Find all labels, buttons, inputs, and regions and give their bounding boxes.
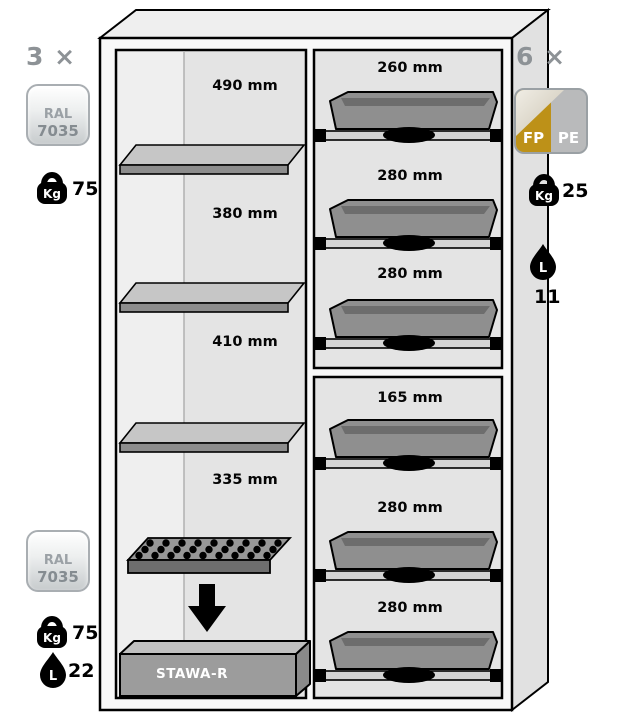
- left-compartment: [114, 48, 311, 700]
- tray-load-value: 25: [562, 180, 589, 202]
- ral-7035-color-badge: RAL 7035: [26, 84, 90, 146]
- ral-badge-line1: RAL: [43, 553, 73, 569]
- liquid-drop-icon: L: [528, 242, 558, 280]
- tray-height-label: 280 mm: [377, 266, 443, 282]
- kg-unit-label: Kg: [43, 631, 61, 645]
- tray-height-label: 165 mm: [377, 390, 443, 406]
- pullout-tray-1: [313, 91, 503, 144]
- shelf-3: [119, 422, 305, 453]
- ral-badge-line2: 7035: [37, 567, 79, 586]
- ral-badge-line2: 7035: [37, 121, 79, 140]
- liquid-drop-icon: L: [38, 650, 68, 688]
- tray-count-label: 6 ×: [516, 42, 567, 71]
- perforated-insert: [125, 537, 293, 574]
- pullout-tray-3: [313, 299, 503, 352]
- liter-unit-label: L: [539, 261, 547, 276]
- liter-unit-label: L: [49, 669, 57, 684]
- compartment-height-label: 490 mm: [212, 78, 278, 94]
- material-fp-label: FP: [522, 129, 545, 147]
- shelf-count-label: 3 ×: [26, 42, 77, 71]
- pullout-tray-6: [313, 631, 503, 684]
- kettlebell-icon: Kg: [526, 168, 562, 208]
- kettlebell-icon: Kg: [34, 166, 70, 206]
- tray-volume-value: 11: [534, 286, 561, 308]
- cabinet-top-face: [97, 9, 551, 39]
- pullout-tray-5: [313, 531, 503, 584]
- down-arrow-icon: [188, 584, 226, 632]
- compartment-height-label: 380 mm: [212, 206, 278, 222]
- right-upper-compartment: [312, 48, 504, 370]
- sump-load-value: 75: [72, 622, 99, 644]
- ral-7035-color-badge: RAL 7035: [26, 530, 90, 592]
- sump-model-label: STAWA-R: [156, 666, 228, 682]
- material-fp-pe-badge: FP PE: [514, 88, 588, 154]
- tray-height-label: 280 mm: [377, 500, 443, 516]
- material-pe: PE: [551, 90, 586, 152]
- compartment-height-label: 410 mm: [212, 334, 278, 350]
- kg-unit-label: Kg: [535, 189, 553, 203]
- shelf-2: [119, 282, 305, 313]
- tray-height-label: 260 mm: [377, 60, 443, 76]
- shelf-load-value: 75: [72, 178, 99, 200]
- tray-height-label: 280 mm: [377, 168, 443, 184]
- kettlebell-icon: Kg: [34, 610, 70, 650]
- material-pe-label: PE: [557, 129, 580, 147]
- pullout-tray-4: [313, 419, 503, 472]
- right-lower-compartment: [312, 375, 504, 700]
- shelf-1: [119, 144, 305, 175]
- ral-badge-line1: RAL: [43, 107, 73, 123]
- sump-tray: [119, 640, 311, 697]
- kg-unit-label: Kg: [43, 187, 61, 201]
- tray-height-label: 280 mm: [377, 600, 443, 616]
- perforation-holes: [135, 539, 282, 560]
- compartment-height-label: 335 mm: [212, 472, 278, 488]
- pullout-tray-2: [313, 199, 503, 252]
- sump-volume-value: 22: [68, 660, 95, 682]
